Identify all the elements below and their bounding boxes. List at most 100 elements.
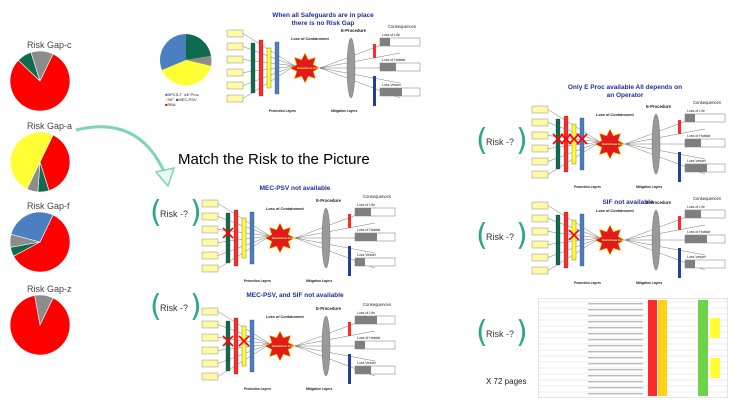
- eprocedure-label: E-Procedure: [316, 306, 342, 311]
- risk-gap-pie-z: [9, 294, 71, 356]
- consequences-label: Consequences: [693, 100, 721, 105]
- protection-layer-bar: [250, 42, 256, 94]
- brace-right-icon: ): [516, 123, 528, 158]
- consequence-fill: [355, 366, 371, 374]
- eprocedure-layer: [321, 315, 331, 377]
- eprocedure-layer: [651, 113, 661, 175]
- protection-layer-bar: [241, 217, 247, 259]
- risk-gap-pie-a: [10, 131, 71, 193]
- unavailable-x-icon: [222, 335, 234, 347]
- cause-box: [531, 253, 549, 262]
- mitigation-layers-label: Mitigation Layers: [331, 109, 357, 113]
- mitigation-bar: [348, 354, 351, 384]
- cause-box: [201, 333, 219, 342]
- consequence-label: Loss Vessel: [382, 83, 401, 87]
- consequence-label: Loss of Life: [382, 33, 400, 37]
- consequence-label: Loss Vessel: [687, 159, 706, 163]
- mitigation-layers-label: Mitigation Layers: [636, 185, 662, 189]
- cause-box: [531, 144, 549, 153]
- cause-box: [201, 264, 219, 273]
- legend-pie: [160, 34, 212, 86]
- consequence-label: Loss of Habitat: [357, 336, 380, 340]
- mitigation-bar: [678, 216, 681, 230]
- cause-box: [531, 266, 549, 275]
- eprocedure-label: E-Procedure: [341, 28, 367, 33]
- consequence-label: Loss of Habitat: [382, 58, 405, 62]
- cause-box: [201, 238, 219, 247]
- hazardous-event-icon: [594, 224, 626, 256]
- diagram-title-eproc: Only E Proc available All depends on an …: [567, 84, 683, 99]
- risk-gap-label-f: Risk Gap-f: [27, 201, 70, 211]
- brace-right-icon: ): [190, 195, 202, 230]
- risk-gap-label-z: Risk Gap-z: [27, 284, 72, 294]
- protection-layer-bar: [258, 39, 264, 97]
- cause-box: [531, 201, 549, 210]
- unavailable-x-icon: [222, 227, 234, 239]
- hazardous-event-label: Hazardous Event: [602, 238, 626, 242]
- brace-right-icon: ): [190, 289, 202, 324]
- risk-gap-pie-f: [9, 211, 71, 273]
- hazardous-event-label: Hazardous Event: [272, 236, 296, 240]
- mitigation-layers-label: Mitigation Layers: [636, 281, 662, 285]
- eprocedure-label: E-Procedure: [316, 198, 342, 203]
- protection-layer-bar: [555, 118, 561, 170]
- cause-box: [531, 214, 549, 223]
- protection-layer-bar: [579, 117, 585, 171]
- legend-box: ■BPCS-T ■E Proc ■SIF ■MEC-PSV ■RBA: [165, 92, 199, 107]
- loss-containment-label: Loss of Containment: [596, 209, 634, 213]
- hazardous-event-label: Hazardous Event: [297, 66, 321, 70]
- consequence-fill: [380, 63, 396, 71]
- mitigation-layers-label: Mitigation Layers: [306, 387, 332, 391]
- protection-layer-bar: [233, 317, 239, 375]
- eprocedure-label: E-Procedure: [646, 104, 672, 109]
- protection-layer-bar: [225, 320, 231, 372]
- curved-arrow-icon: [75, 125, 176, 188]
- diagram-title-sif: SIF not available: [602, 199, 654, 206]
- cause-box: [531, 105, 549, 114]
- diagram-title-mec-sif: MEC-PSV, and SIF not available: [246, 292, 344, 299]
- consequence-fill: [355, 341, 365, 349]
- consequence-label: Loss of Life: [357, 311, 375, 315]
- page-count-label: X 72 pages: [486, 377, 527, 386]
- consequence-label: Loss of Habitat: [357, 228, 380, 232]
- protection-layer-bar: [563, 211, 569, 269]
- cause-box: [226, 81, 244, 90]
- eprocedure-layer: [321, 207, 331, 269]
- mitigation-bar: [678, 248, 681, 278]
- cause-box: [226, 55, 244, 64]
- hazardous-event-icon: [264, 330, 296, 362]
- pie-slice-red: [39, 134, 71, 191]
- cause-box: [226, 94, 244, 103]
- cause-box: [531, 131, 549, 140]
- protection-layers-label: Protection Layers: [574, 281, 601, 285]
- protection-layer-bar: [563, 115, 569, 173]
- mitigation-bar: [373, 44, 376, 58]
- loss-containment-label: Loss of Containment: [266, 315, 304, 319]
- brace-left-icon: (: [476, 123, 488, 158]
- cause-box: [201, 372, 219, 381]
- protection-layer-bar: [571, 219, 577, 261]
- cause-box: [201, 307, 219, 316]
- protection-layer-bar: [249, 319, 255, 373]
- consequence-fill: [380, 38, 390, 46]
- protection-layer-bar: [233, 209, 239, 267]
- consequence-fill: [355, 316, 377, 324]
- cause-box: [531, 227, 549, 236]
- consequence-fill: [685, 235, 707, 243]
- unavailable-x-icon: [552, 133, 564, 145]
- risk-question-3: Risk -?: [486, 137, 515, 147]
- consequence-fill: [355, 258, 365, 266]
- pie-slice-red: [9, 53, 71, 112]
- loss-containment-label: Loss of Containment: [596, 113, 634, 117]
- protection-layer-bar: [571, 123, 577, 165]
- risk-question-1: Risk -?: [160, 209, 189, 219]
- cause-box: [531, 240, 549, 249]
- cause-box: [201, 212, 219, 221]
- cause-box: [201, 346, 219, 355]
- protection-layer-bar: [274, 41, 280, 95]
- risk-question-2: Risk -?: [160, 303, 189, 313]
- consequence-fill: [355, 208, 371, 216]
- eprocedure-label: E-Procedure: [646, 200, 672, 205]
